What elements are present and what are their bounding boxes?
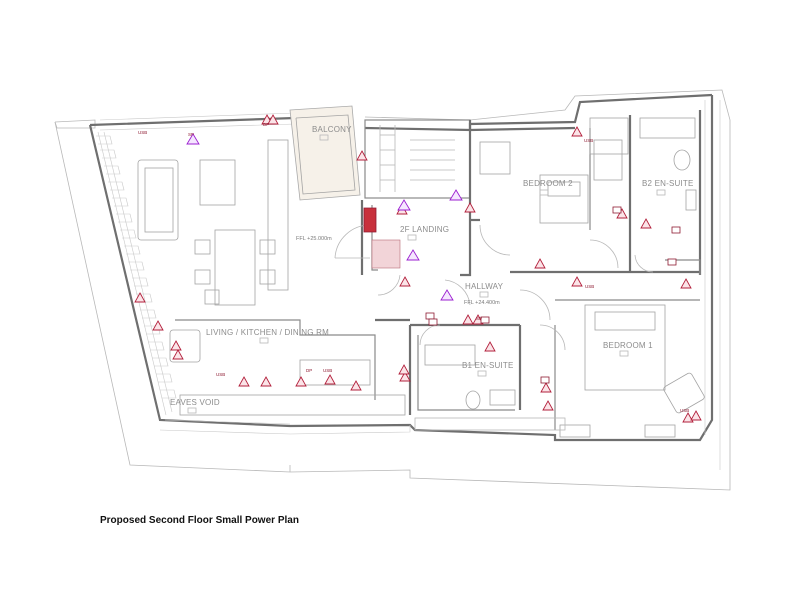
- socket-symbol: [616, 208, 628, 219]
- room-labels: BALCONY 2F LANDING BEDROOM 2 B2 EN-SUITE…: [170, 125, 694, 414]
- symbol-tag: DP: [263, 122, 269, 127]
- furniture: [137, 117, 705, 438]
- spur-symbol: [671, 226, 681, 234]
- socket-symbol: [398, 364, 410, 375]
- socket-symbol: [464, 202, 476, 213]
- room-label-balcony: BALCONY: [312, 125, 352, 134]
- socket-symbol: [295, 376, 307, 387]
- symbol-tag: DP: [306, 368, 312, 373]
- spur-symbol: [612, 206, 622, 214]
- symbol-tag: USB: [323, 368, 332, 373]
- room-label-bedroom-1: BEDROOM 1: [603, 341, 653, 350]
- room-label-eaves-void: EAVES VOID: [170, 398, 220, 407]
- socket-symbol: [682, 412, 694, 423]
- spur-symbol: [428, 318, 438, 326]
- plan-title: Proposed Second Floor Small Power Plan: [100, 515, 299, 526]
- socket-symbol: [640, 218, 652, 229]
- socket-symbol: [267, 114, 279, 125]
- socket-symbol: [152, 320, 164, 331]
- symbol-tag: USB: [680, 408, 689, 413]
- data-point-symbol: [406, 249, 420, 261]
- room-label-b2-ensuite: B2 EN-SUITE: [642, 179, 694, 188]
- data-point-symbol: [440, 289, 454, 301]
- socket-symbol: [324, 374, 336, 385]
- socket-symbol: [534, 258, 546, 269]
- interior-walls: [175, 110, 702, 430]
- spur-symbol: [480, 316, 490, 324]
- socket-symbol: [170, 340, 182, 351]
- socket-symbol: [540, 382, 552, 393]
- symbol-tag: SP: [476, 316, 482, 321]
- socket-symbol: [571, 126, 583, 137]
- electrical-symbols: USB USB USB USB USB USB DP DP SP SP: [134, 114, 702, 423]
- socket-symbol: [172, 349, 184, 360]
- socket-symbol: [472, 314, 484, 325]
- spur-symbol: [425, 312, 435, 320]
- socket-symbol: [542, 400, 554, 411]
- symbol-tag: USB: [584, 138, 593, 143]
- socket-symbol: [571, 276, 583, 287]
- data-point-symbol: [186, 133, 200, 145]
- ffl-landing: FFL +25.000m: [296, 236, 332, 242]
- symbol-tag: USB: [585, 284, 594, 289]
- spur-symbol: [667, 258, 677, 266]
- socket-symbol: [462, 314, 474, 325]
- room-label-hallway: HALLWAY: [465, 282, 504, 291]
- socket-symbol: [260, 376, 272, 387]
- room-label-bedroom-2: BEDROOM 2: [523, 179, 573, 188]
- ffl-hallway: FFL +24.400m: [464, 300, 500, 306]
- door-swings: [334, 224, 654, 351]
- symbol-tag: USB: [216, 372, 225, 377]
- socket-symbol: [134, 292, 146, 303]
- room-label-living: LIVING / KITCHEN / DINING RM: [206, 328, 329, 337]
- data-point-symbol: [449, 189, 463, 201]
- socket-symbol: [399, 371, 411, 382]
- socket-symbol: [690, 410, 702, 421]
- symbol-tag: USB: [138, 130, 147, 135]
- socket-symbol: [238, 376, 250, 387]
- socket-symbol: [484, 341, 496, 352]
- socket-symbol: [680, 278, 692, 289]
- socket-symbol: [350, 380, 362, 391]
- spur-symbol: [540, 376, 550, 384]
- balcony-area: [289, 105, 361, 201]
- level-markers: FFL +25.000m FFL +24.400m: [296, 236, 500, 306]
- socket-symbol: [399, 276, 411, 287]
- data-point-symbol: [397, 199, 411, 211]
- socket-symbol: [356, 150, 368, 161]
- room-label-b1-ensuite: B1 EN-SUITE: [462, 361, 514, 370]
- symbol-tag: SP: [188, 132, 194, 137]
- room-label-landing: 2F LANDING: [400, 225, 449, 234]
